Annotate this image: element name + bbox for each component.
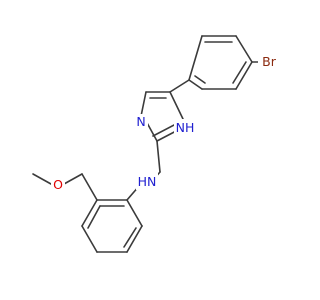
ether-oxygen-label: O [53, 177, 63, 192]
atom-label-amine-nh: HN [136, 173, 158, 190]
methoxymethyl-group [32, 173, 98, 201]
bromine-label: Br [262, 54, 277, 69]
amine-nh-label: HN [138, 174, 157, 189]
atom-label-imidazole-n: N [134, 114, 148, 130]
imidazole-ring [139, 79, 190, 142]
molecule-structure: Br NH N HN O [32, 35, 280, 253]
bromophenyl-ring [188, 35, 263, 90]
imidazole-nh-label: NH [176, 120, 195, 135]
imidazole-n-label: N [136, 114, 145, 129]
atom-label-imidazole-nh: NH [174, 119, 196, 136]
linker-and-aniline [81, 140, 161, 253]
atom-label-bromine: Br [258, 53, 280, 71]
atom-label-ether-oxygen: O [51, 177, 65, 193]
